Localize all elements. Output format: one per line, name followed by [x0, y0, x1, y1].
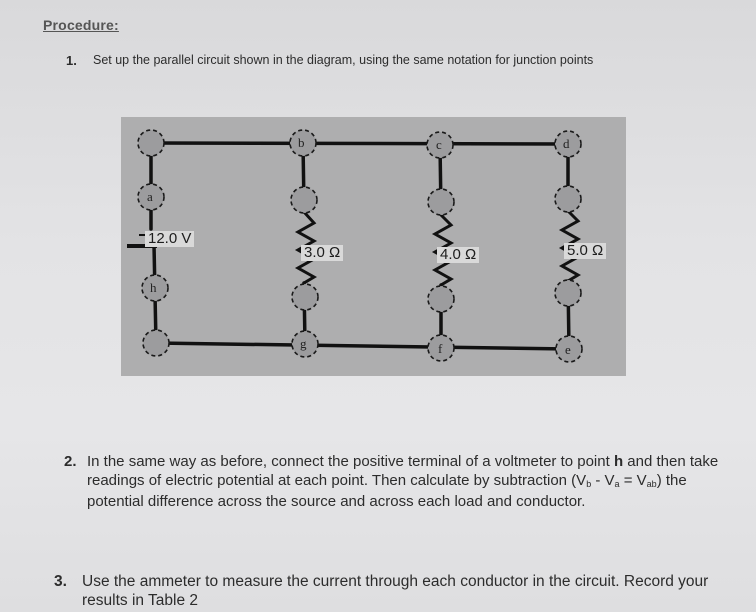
resistor-5ohm-zigzag: [558, 209, 582, 283]
junction-branch2-lower: [427, 285, 455, 313]
point-h-bold: h: [613, 453, 624, 470]
step-2-text-part: and then take readings of electric poten…: [87, 453, 719, 489]
junction-c: [426, 131, 454, 159]
junction-label-e: e: [565, 342, 571, 357]
junction-f: [427, 334, 455, 362]
junction-top-left: [137, 129, 165, 157]
junction-g: [291, 330, 319, 358]
step-2-text-part: ) the potential difference across the so…: [87, 471, 687, 511]
junction-a: [137, 183, 165, 211]
junction-branch1-lower: [291, 283, 319, 311]
junction-branch3-lower: [554, 279, 582, 307]
subscript-ab: ab: [646, 478, 657, 489]
top-wire: [149, 141, 570, 146]
junction-branch1-upper: [290, 186, 318, 214]
step-1-text: Set up the parallel circuit shown in the…: [93, 53, 594, 67]
junction-b: [289, 129, 317, 157]
subscript-b: b: [586, 478, 592, 489]
step-2-text-part: = V: [619, 471, 647, 489]
step-3-text: Use the ammeter to measure the current t…: [82, 573, 709, 609]
bottom-wire: [154, 341, 571, 351]
procedure-heading: Procedure:: [43, 17, 119, 33]
circuit-svg: a b c d e f g h: [127, 129, 583, 363]
junction-bottom-left: [142, 329, 170, 357]
junction-branch3-upper: [554, 185, 582, 213]
step-3: 3. Use the ammeter to measure the curren…: [54, 572, 754, 610]
junction-label-g: g: [300, 336, 307, 351]
parallel-circuit-diagram: a b c d e f g h 12.0 V 3.0 Ω 4.0 Ω 5.0 Ω: [121, 117, 626, 376]
junction-d: [554, 130, 582, 158]
subscript-a: a: [614, 478, 620, 489]
resistor-3ohm-zigzag: [294, 210, 318, 285]
junction-label-h: h: [150, 280, 157, 295]
source-voltage-label: 12.0 V: [145, 231, 195, 247]
step-1: 1. Set up the parallel circuit shown in …: [66, 52, 706, 69]
junction-branch2-upper: [427, 188, 455, 216]
junction-label-a: a: [147, 189, 153, 204]
step-2-text-part: In the same way as before, connect the p…: [87, 453, 614, 470]
junction-label-b: b: [298, 135, 305, 150]
step-1-number: 1.: [66, 53, 77, 68]
step-2-text-part: - V: [591, 471, 615, 489]
junction-h: [141, 274, 169, 302]
step-3-number: 3.: [54, 573, 67, 590]
resistor-3ohm-label: 3.0 Ω: [301, 245, 344, 261]
step-2-number: 2.: [64, 453, 77, 470]
resistor-4ohm-label: 4.0 Ω: [437, 247, 480, 263]
step-2: 2. In the same way as before, connect th…: [64, 453, 744, 512]
junction-label-c: c: [436, 137, 442, 152]
junction-e: [555, 335, 583, 363]
junction-label-d: d: [563, 136, 570, 151]
resistor-5ohm-label: 5.0 Ω: [564, 243, 607, 259]
resistor-4ohm-zigzag: [431, 213, 455, 287]
step-2-text: In the same way as before, connect the p…: [87, 453, 744, 512]
junction-label-f: f: [438, 341, 443, 356]
